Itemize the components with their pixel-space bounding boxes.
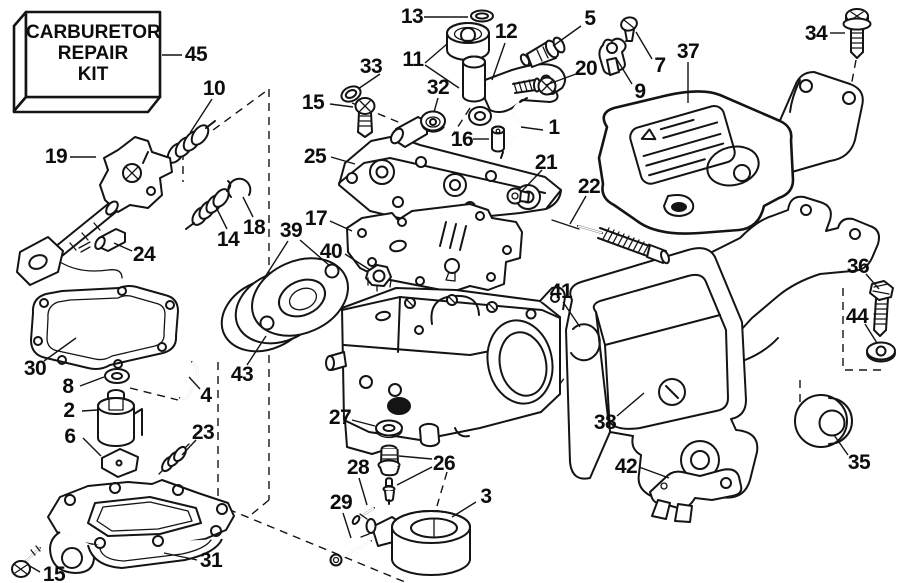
part-washer-27 — [375, 419, 403, 439]
part-washer-32 — [420, 110, 446, 133]
callout-21: 21 — [534, 151, 558, 174]
part-screw-15-bottom — [11, 545, 41, 578]
part-packing-21 — [506, 187, 530, 205]
callout-37: 37 — [676, 40, 700, 63]
callout-42: 42 — [614, 455, 638, 478]
callout-16: 16 — [450, 128, 474, 151]
callout-1: 1 — [548, 116, 560, 139]
part-gasket-17 — [346, 203, 523, 293]
part-grommet — [794, 394, 853, 448]
callout-13: 13 — [400, 5, 424, 28]
part-clip-41 — [570, 323, 601, 362]
callout-15: 15 — [301, 91, 325, 114]
callout-11: 11 — [402, 48, 424, 71]
callout-36: 36 — [846, 255, 870, 278]
part-gasket-6 — [101, 448, 139, 478]
callout-8: 8 — [62, 375, 74, 398]
callout-26: 26 — [432, 452, 456, 475]
part-pin-28 — [351, 507, 375, 525]
callout-27: 27 — [328, 406, 352, 429]
part-silencer-base — [565, 195, 880, 502]
callout-38: 38 — [593, 411, 617, 434]
callout-44: 44 — [845, 305, 869, 328]
callout-34: 34 — [804, 22, 828, 45]
part-float-bowl — [47, 479, 235, 574]
part-link-1 — [500, 97, 528, 159]
leader-lines — [27, 16, 880, 573]
callout-17: 17 — [304, 207, 328, 230]
part-spring-23 — [158, 443, 190, 475]
callout-30: 30 — [23, 357, 47, 380]
part-plunger-2 — [97, 389, 143, 447]
part-screw-7 — [620, 16, 638, 42]
callout-31: 31 — [199, 549, 223, 572]
part-nut-40 — [365, 264, 392, 292]
callout-7: 7 — [654, 54, 666, 77]
callout-40: 40 — [319, 240, 343, 263]
part-cup-11 — [446, 22, 490, 61]
part-lever-19 — [99, 136, 173, 213]
kit-line-2: REPAIR — [57, 43, 129, 64]
callout-24: 24 — [132, 243, 156, 266]
part-oring-13 — [470, 9, 494, 23]
callout-10: 10 — [202, 77, 226, 100]
part-oring-33 — [340, 85, 362, 103]
part-choke-shaft — [16, 200, 123, 286]
part-rod-4 — [179, 361, 199, 400]
part-needle-22 — [551, 219, 670, 265]
part-pin-16 — [491, 125, 505, 153]
part-washer-8 — [104, 368, 130, 384]
callout-43: 43 — [230, 363, 254, 386]
callout-5: 5 — [584, 7, 596, 30]
callout-32: 32 — [426, 76, 450, 99]
callout-45: 45 — [184, 43, 208, 66]
part-spring-14 — [185, 180, 232, 230]
part-bracket-42 — [649, 468, 743, 523]
part-roller-24 — [78, 228, 126, 253]
callout-2: 2 — [63, 399, 75, 422]
part-screw-20 — [512, 76, 557, 96]
callout-23: 23 — [191, 421, 215, 444]
part-washer-44 — [866, 341, 896, 363]
part-screw-15-top — [354, 97, 376, 138]
callout-39: 39 — [279, 219, 303, 242]
callout-41: 41 — [549, 280, 573, 303]
kit-line-3: KIT — [77, 64, 109, 85]
callout-22: 22 — [577, 175, 601, 198]
part-plug-5 — [519, 36, 566, 68]
callout-12: 12 — [494, 20, 518, 43]
callout-35: 35 — [847, 451, 871, 474]
callout-15: 15 — [42, 563, 66, 583]
part-bolt-36 — [869, 280, 894, 337]
kit-line-1: CARBURETOR — [26, 22, 161, 43]
part-screw-34 — [842, 8, 872, 59]
callout-25: 25 — [303, 145, 327, 168]
callout-4: 4 — [200, 384, 212, 407]
part-clip-18 — [227, 177, 252, 198]
part-jet-26 — [377, 444, 401, 505]
part-clevis-9 — [598, 37, 627, 76]
callout-9: 9 — [634, 80, 646, 103]
callout-20: 20 — [574, 57, 598, 80]
callout-29: 29 — [329, 491, 353, 514]
callout-28: 28 — [346, 456, 370, 479]
repair-kit-label: CARBURETOR REPAIR KIT — [26, 22, 161, 85]
part-gasket-30 — [30, 285, 179, 370]
warning-label-panel — [629, 104, 736, 185]
callout-14: 14 — [216, 228, 240, 251]
repair-kit-box — [12, 10, 162, 114]
callout-18: 18 — [242, 216, 266, 239]
callout-6: 6 — [64, 425, 76, 448]
callout-3: 3 — [480, 485, 492, 508]
part-silencer-cover — [597, 71, 864, 235]
callout-33: 33 — [359, 55, 383, 78]
part-carburetor-body — [325, 286, 566, 455]
part-pin-29 — [329, 540, 372, 567]
part-flange-39 — [251, 257, 349, 337]
part-float-3 — [359, 510, 471, 576]
callout-19: 19 — [44, 145, 68, 168]
